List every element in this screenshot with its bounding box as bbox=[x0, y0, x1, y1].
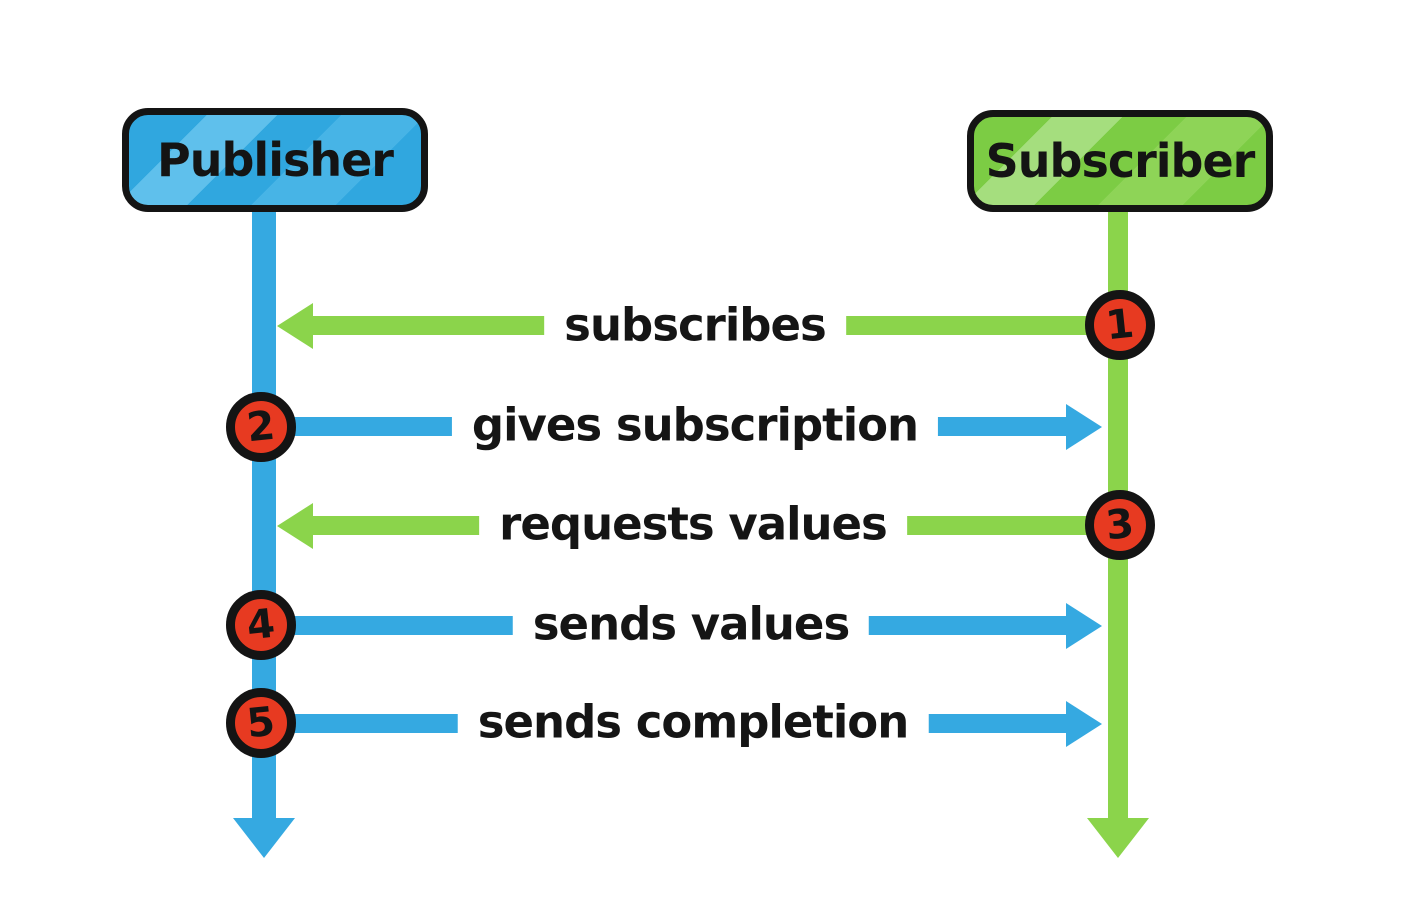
step-2-badge: 2 bbox=[226, 392, 296, 462]
arrow-left-icon bbox=[277, 303, 313, 349]
step-4-label: sends values bbox=[512, 595, 870, 653]
publisher-label: Publisher bbox=[157, 133, 394, 187]
step-2-number: 2 bbox=[244, 402, 278, 452]
step-2-label: gives subscription bbox=[451, 396, 939, 454]
step-1-label: subscribes bbox=[544, 296, 846, 354]
step-5-label: sends completion bbox=[457, 693, 929, 751]
step-5-badge: 5 bbox=[226, 688, 296, 758]
subscriber-box: Subscriber bbox=[967, 110, 1273, 212]
arrow-right-icon bbox=[1066, 603, 1102, 649]
subscriber-lifeline-arrow-down-icon bbox=[1087, 818, 1149, 858]
arrow-right-icon bbox=[1066, 701, 1102, 747]
step-5-number: 5 bbox=[244, 698, 278, 748]
subscriber-label: Subscriber bbox=[985, 134, 1256, 188]
step-1-number: 1 bbox=[1103, 300, 1137, 350]
step-1-badge: 1 bbox=[1085, 290, 1155, 360]
step-3-label: requests values bbox=[479, 495, 907, 553]
arrow-left-icon bbox=[277, 503, 313, 549]
arrow-right-icon bbox=[1066, 404, 1102, 450]
step-4-badge: 4 bbox=[226, 590, 296, 660]
publisher-box: Publisher bbox=[122, 108, 428, 212]
step-3-number: 3 bbox=[1103, 500, 1137, 550]
step-4-number: 4 bbox=[244, 600, 278, 650]
publisher-lifeline-arrow-down-icon bbox=[233, 818, 295, 858]
step-3-badge: 3 bbox=[1085, 490, 1155, 560]
